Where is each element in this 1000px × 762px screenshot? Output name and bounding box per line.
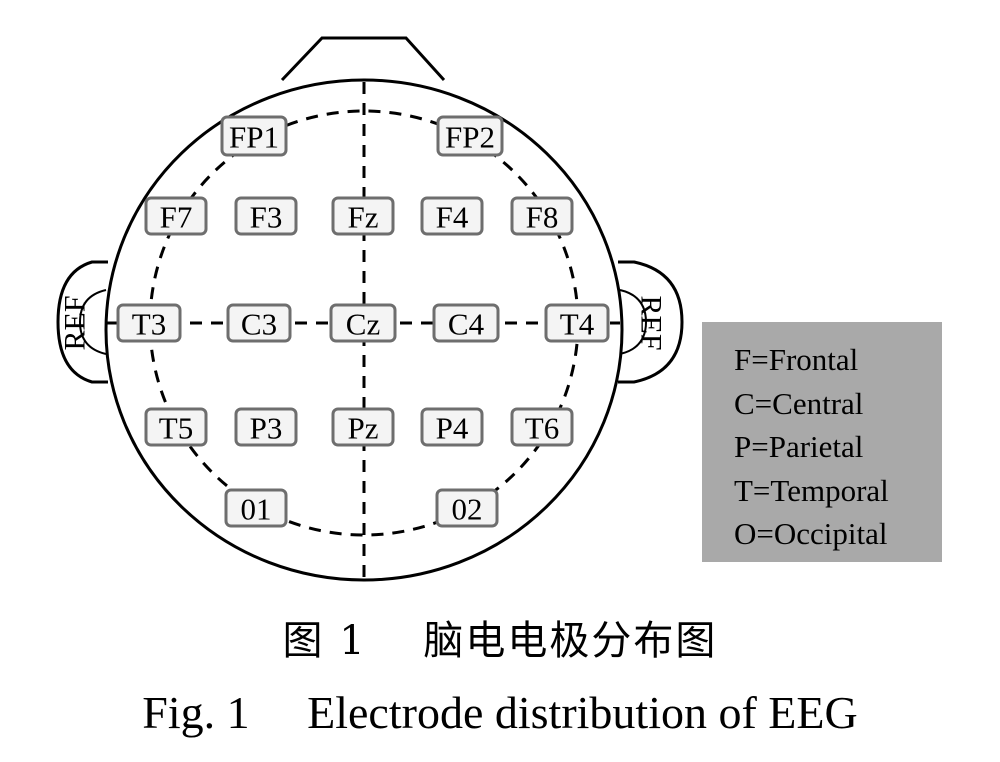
electrode-label: 02	[452, 492, 483, 527]
electrode-C4: C4	[432, 303, 500, 343]
legend-item-occipital: O=Occipital	[734, 516, 888, 551]
electrode-Cz: Cz	[329, 303, 397, 343]
electrode-label: FP2	[445, 120, 495, 155]
legend-item-central: C=Central	[734, 385, 864, 421]
electrode-C3: C3	[226, 303, 292, 343]
electrode-F8: F8	[510, 196, 574, 236]
right-ear-inner	[619, 289, 648, 355]
nose-shape	[280, 36, 446, 82]
electrode-label: Pz	[348, 411, 379, 446]
figure-caption-english: Fig. 1 Electrode distribution of EEG	[142, 687, 858, 738]
electrode-P4: P4	[420, 407, 484, 447]
electrode-label: F7	[160, 200, 193, 235]
electrode-T4: T4	[544, 303, 610, 343]
electrode-label: 01	[241, 492, 272, 527]
electrode-F7: F7	[144, 196, 208, 236]
electrode-Fz: Fz	[331, 196, 395, 236]
electrode-label: Fz	[348, 200, 379, 235]
eeg-electrode-diagram: REF REF FP1 FP2 F7 F3 Fz F4 F8 T3 C3 Cz	[56, 36, 684, 582]
electrode-label: T4	[560, 307, 595, 342]
electrode-label: C3	[241, 307, 277, 342]
figure-caption-chinese: 图 1 脑电电极分布图	[282, 618, 718, 664]
electrode-FP1: FP1	[220, 115, 288, 157]
electrode-label: C4	[448, 307, 485, 342]
electrode-F3: F3	[234, 196, 298, 236]
left-ear-shape	[56, 260, 108, 384]
electrode-T6: T6	[510, 407, 574, 447]
legend-item-temporal: T=Temporal	[734, 472, 889, 508]
electrode-label: T5	[159, 411, 193, 446]
right-ear-shape	[618, 260, 684, 384]
right-ear-label: REF	[635, 295, 668, 350]
electrode-label: T3	[132, 307, 166, 342]
electrode-T3: T3	[116, 303, 182, 343]
electrode-label: F8	[526, 200, 559, 235]
left-ear-inner	[78, 289, 107, 355]
electrode-FP2: FP2	[436, 115, 504, 157]
electrode-label: Cz	[346, 307, 380, 342]
electrode-label: P3	[250, 411, 283, 446]
legend-box: F=Frontal C=Central P=Parietal T=Tempora…	[702, 322, 942, 562]
electrode-F4: F4	[420, 196, 484, 236]
electrode-label: P4	[436, 411, 469, 446]
electrode-Pz: Pz	[331, 407, 395, 447]
legend-item-parietal: P=Parietal	[734, 429, 864, 464]
electrode-label: F4	[436, 200, 469, 235]
electrode-label: T6	[525, 411, 559, 446]
electrode-P3: P3	[234, 407, 298, 447]
left-ear-label: REF	[59, 295, 92, 350]
electrode-O2: 02	[435, 488, 499, 528]
electrode-T5: T5	[144, 407, 208, 447]
electrode-label: FP1	[229, 120, 279, 155]
electrode-O1: 01	[224, 488, 288, 528]
electrode-label: F3	[250, 200, 283, 235]
legend-item-frontal: F=Frontal	[734, 342, 859, 377]
